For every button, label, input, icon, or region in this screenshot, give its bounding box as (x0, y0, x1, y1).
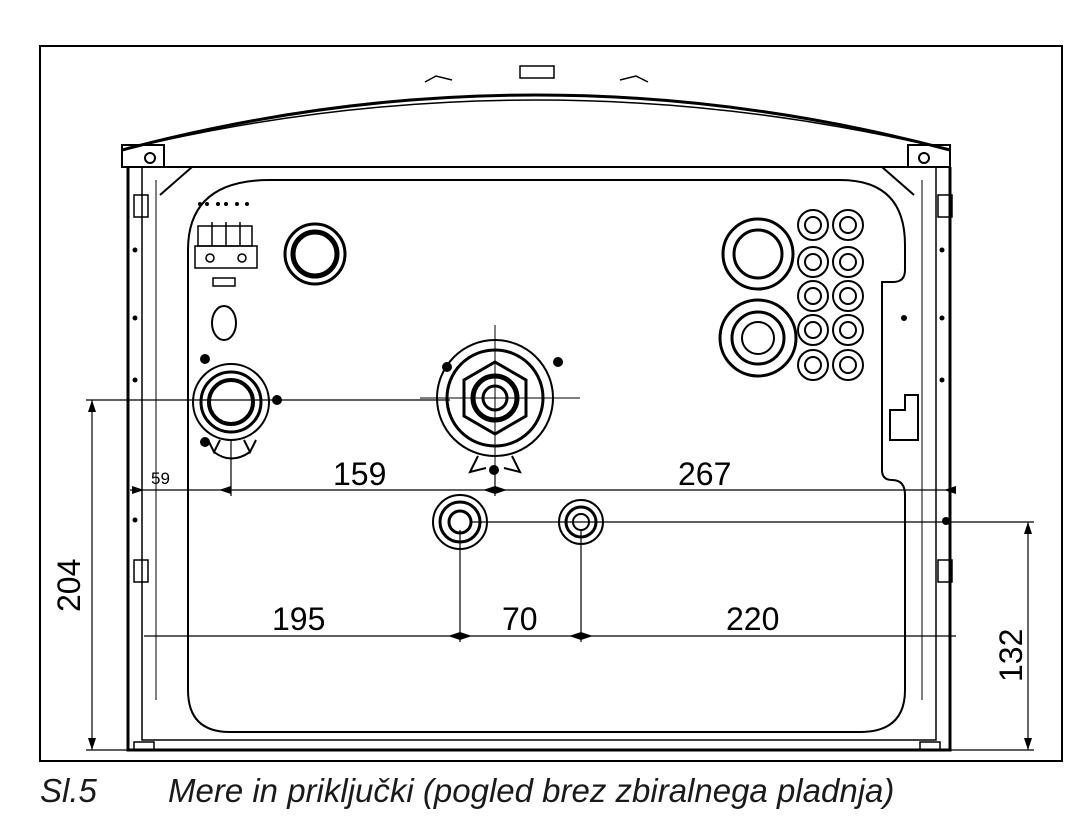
dim-70: 70 (502, 601, 538, 637)
dim-267: 267 (678, 456, 731, 492)
left-connection-screws (200, 354, 282, 447)
dim-204: 204 (51, 559, 87, 612)
dim-159: 159 (333, 456, 386, 492)
appliance-housing (121, 65, 953, 752)
center-connection-screws (442, 357, 563, 475)
figure-label: Sl.5 (40, 772, 97, 809)
figure-title: Mere in priključki (pogled brez zbiralne… (168, 772, 895, 809)
oval-slot (211, 305, 237, 341)
side-screws (132, 247, 950, 525)
cable-gland-right (718, 217, 798, 378)
dim-220: 220 (726, 601, 779, 637)
dimension-lines (86, 399, 1034, 751)
figure-caption: Sl.5 Mere in priključki (pogled brez zbi… (40, 772, 1040, 816)
dim-59: 59 (151, 469, 170, 488)
right-bracket (889, 394, 919, 441)
center-crosshair (420, 325, 580, 478)
terminal-dots (198, 202, 249, 206)
left-connection (192, 363, 270, 460)
dimension-arrows (88, 400, 1032, 750)
terminal-block (194, 222, 258, 287)
figure-frame (39, 45, 1063, 762)
dim-195: 195 (272, 601, 325, 637)
technical-drawing: 59 159 267 204 195 70 220 132 (39, 45, 1063, 762)
cable-gland-large (283, 222, 347, 286)
dim-132: 132 (993, 629, 1029, 682)
cable-feedthroughs (797, 209, 864, 381)
